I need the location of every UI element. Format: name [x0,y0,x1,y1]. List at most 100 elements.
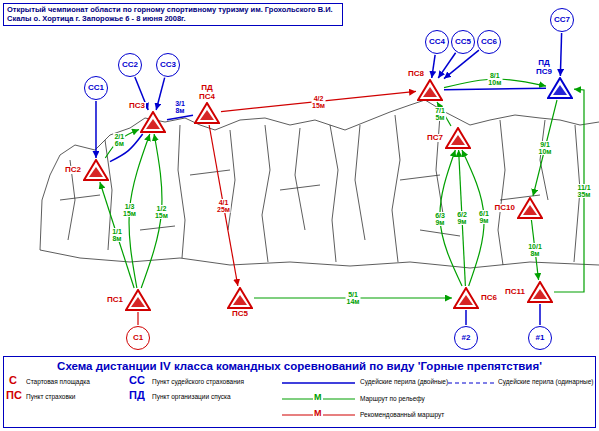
triangle-shape [527,281,553,303]
edge-label: 2/1 6м [113,133,125,147]
legend-text: Маршрут по рельефу [360,395,425,403]
legend-symbol: М [313,393,323,402]
legend-text: Рекомендованный маршрут [360,411,444,419]
edge-label: 1/1 8м [111,228,123,242]
route-line [105,129,139,158]
triangle-core [533,289,547,299]
edge-label: 3/1 8м [174,100,186,114]
belay-point-triangle: ПС5 [227,287,253,319]
triangle-core [423,87,437,97]
title: Открытый чемпионат области по горному сп… [7,5,339,24]
node-label: ПС5 [231,310,249,318]
route-line [539,304,541,325]
edge-label: 1/2 15м [154,205,169,219]
triangle-shape [547,77,573,99]
route-line [137,312,138,325]
legend-caption: Схема дистанции IV класса командных соре… [0,360,599,373]
ground-line [40,250,599,268]
legend-text: Пункт страховки [26,393,75,401]
node-label: ПС6 [480,294,498,302]
triangle-outline [518,198,542,218]
route-line [432,55,435,78]
rock-cracks [68,115,580,265]
triangle-core [523,205,537,215]
edge-label: 4/2 15м [311,95,326,109]
judge-point-circle: СС2 [118,53,142,77]
triangle-outline [141,112,165,132]
route-line [533,100,557,196]
belay-point-triangle: ПС6 [453,287,499,309]
belay-point-triangle: ПС1 [105,289,151,311]
triangle-shape [453,287,479,309]
node-label: ПС2 [64,166,82,174]
judge-point-circle: СС1 [84,76,108,100]
belay-point-triangle: ПС2 [63,159,109,181]
rock-ledges [60,170,540,236]
belay-point-triangle: ПС11 [503,281,553,303]
legend-text: Стартовая площадка [26,378,90,386]
legend-text: Судейские перила (двойные) [360,378,448,386]
route-line [560,33,561,76]
belay-point-triangle: ПД ПС4 [194,83,220,124]
triangle-core [146,119,160,129]
node-label: СС7 [554,16,570,24]
judge-point-circle: #1 [528,326,552,350]
edge-label: 11/1 35м [576,184,591,198]
triangle-outline [446,128,470,148]
route-line [444,50,479,78]
triangle-shape [227,287,253,309]
route-line [444,88,546,90]
triangle-core [233,295,247,305]
route-line [209,125,238,286]
belay-point-triangle: ПС8 [417,69,443,101]
triangle-outline [548,78,572,98]
node-label: ПС7 [426,134,444,142]
triangle-outline [528,282,552,302]
triangle-outline [195,103,219,123]
legend-line-sample [282,382,355,384]
belay-point-triangle: ПС7 [425,127,471,149]
triangle-core [459,295,473,305]
node-label: ПД ПС9 [535,59,553,76]
route-line [95,101,97,158]
judge-point-circle: СС6 [477,30,501,54]
route-line [156,78,165,110]
legend-line-sample [448,383,494,384]
edge-label: 1/3 15м [122,203,137,217]
legend-symbol: СС [128,375,146,386]
node-label: ПС1 [106,296,124,304]
triangle-outline [126,290,150,310]
legend-symbol: ПД [128,390,146,401]
belay-point-triangle: ПД ПС9 [547,58,573,99]
node-label: ПС8 [407,70,425,78]
triangle-shape [83,159,109,181]
edge-label: 8/1 10м [487,72,502,86]
triangle-outline [418,80,442,100]
triangle-shape [445,127,471,149]
route-line [221,91,416,111]
judge-point-circle: СС7 [550,8,574,32]
triangle-core [553,85,567,95]
edge-label: 5/1 14м [346,291,361,305]
edge-label: 9/1 10м [538,141,553,155]
triangle-outline [84,160,108,180]
route-line [167,115,193,119]
node-label: СС2 [122,61,138,69]
title-frame: Открытый чемпионат области по горному сп… [3,3,343,26]
node-label: СС4 [429,38,445,46]
edge-label: 7/1 5м [434,107,446,121]
belay-point-triangle: ПС3 [140,101,166,133]
rock-outline [40,100,599,250]
triangle-shape [140,111,166,133]
node-label: СС5 [455,38,471,46]
node-label: #1 [536,334,545,342]
route-line [438,53,455,78]
legend-text: Пункт организации спуска [152,393,231,401]
judge-point-circle: СС4 [425,30,449,54]
edge-label: 6/1 9м [478,210,490,224]
triangle-core [200,110,214,120]
edge-label: 10/1 8м [527,243,543,257]
legend-symbol: С [8,375,18,386]
edge-label: 4/1 25м [216,199,231,213]
